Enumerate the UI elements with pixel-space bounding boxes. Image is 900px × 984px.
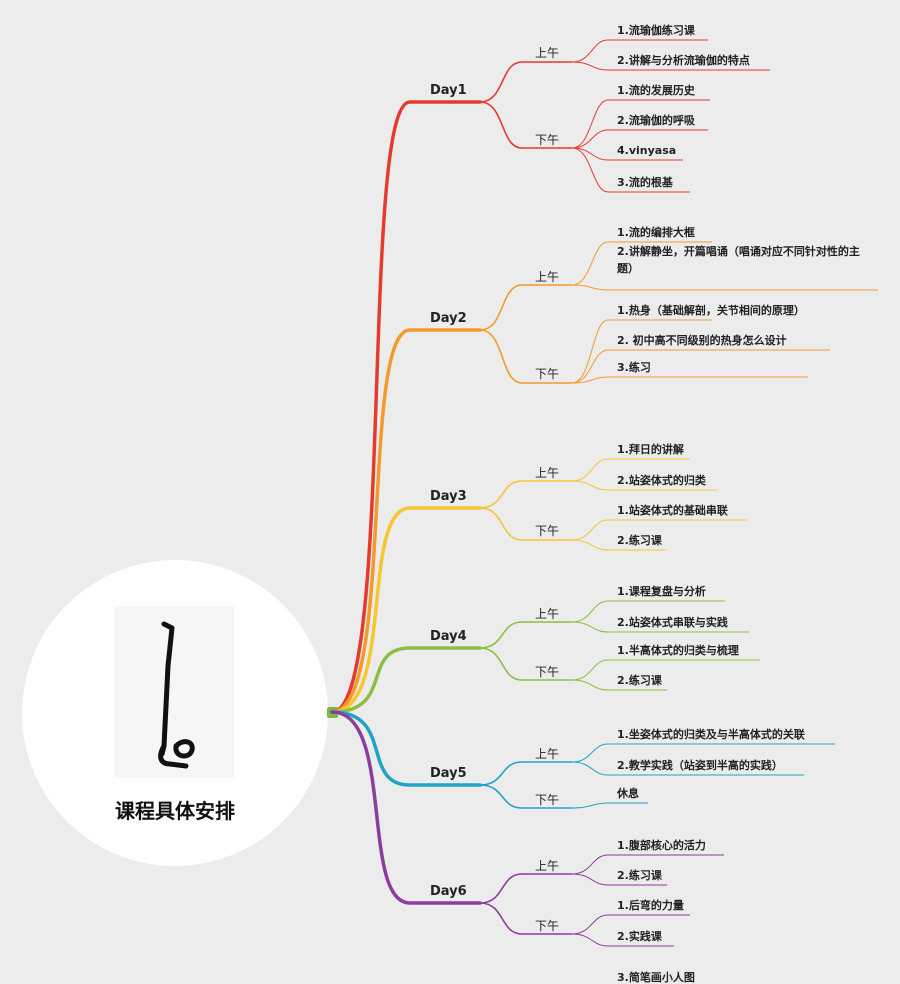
item-branch	[571, 39, 708, 63]
item-branch	[571, 241, 712, 286]
day-node-2[interactable]: Day2	[430, 311, 467, 326]
item-node[interactable]: 1.流的编排大框	[617, 226, 695, 239]
item-node[interactable]: 2.练习课	[617, 869, 662, 882]
item-node[interactable]: 3.练习	[617, 361, 651, 374]
item-branch	[571, 743, 835, 763]
root-title: 课程具体安排	[115, 799, 235, 823]
item-node[interactable]: 1.坐姿体式的归类及与半高体式的关联	[617, 728, 805, 741]
stick-figure-image	[114, 606, 234, 778]
item-node[interactable]: 1.半高体式的归类与梳理	[617, 644, 739, 657]
period-node[interactable]: 上午	[535, 747, 560, 761]
day-branch-4	[330, 646, 482, 714]
item-branch	[571, 802, 648, 809]
item-node[interactable]: 1.课程复盘与分析	[617, 585, 706, 598]
item-branch	[571, 679, 667, 691]
item-branch	[571, 659, 760, 681]
item-node[interactable]: 2.讲解静坐，开篇唱诵（唱诵对应不同针对性的主题）	[617, 245, 860, 275]
period-node[interactable]: 下午	[535, 665, 560, 679]
item-node[interactable]: 3.流的根基	[617, 176, 673, 189]
item-node[interactable]: 2.流瑜伽的呼吸	[617, 114, 695, 127]
item-branch	[571, 147, 690, 193]
stick-figure-icon	[158, 621, 195, 769]
item-branch	[571, 319, 712, 384]
item-node[interactable]: 2.练习课	[617, 534, 662, 547]
day-branch-3	[330, 506, 482, 714]
item-node[interactable]: 4.vinyasa	[617, 144, 677, 157]
item-branch	[571, 600, 725, 623]
item-branch	[571, 376, 808, 384]
period-branch	[479, 329, 572, 384]
period-branch	[479, 873, 572, 904]
period-node[interactable]: 下午	[535, 793, 560, 807]
item-branch	[571, 129, 708, 149]
item-node[interactable]: 1.后弯的力量	[617, 899, 684, 912]
period-branch	[479, 761, 572, 786]
period-branch	[479, 507, 572, 541]
period-branch	[479, 784, 572, 809]
period-branch	[479, 480, 572, 509]
period-node[interactable]: 下午	[535, 919, 560, 933]
item-node[interactable]: 1.热身（基础解剖，关节相间的原理）	[617, 304, 805, 317]
day-branch-6	[330, 710, 482, 905]
item-branch	[571, 539, 667, 551]
item-branch	[571, 349, 830, 384]
item-node[interactable]: 2.站姿体式串联与实践	[617, 616, 728, 629]
item-branch	[571, 914, 690, 935]
period-branch	[479, 284, 572, 331]
day-node-3[interactable]: Day3	[430, 489, 467, 504]
period-branch	[479, 647, 572, 681]
item-branch	[571, 873, 667, 886]
item-branch	[571, 480, 717, 491]
item-node[interactable]: 2.讲解与分析流瑜伽的特点	[617, 54, 750, 67]
item-branch	[571, 458, 690, 482]
period-branch	[479, 902, 572, 935]
period-branch	[479, 101, 572, 149]
item-branch	[571, 147, 683, 161]
item-node[interactable]: 1.拜日的讲解	[617, 443, 684, 456]
period-node[interactable]: 上午	[535, 466, 560, 480]
period-node[interactable]: 上午	[535, 607, 560, 621]
item-branch	[571, 99, 710, 149]
item-node[interactable]: 2.练习课	[617, 674, 662, 687]
period-node[interactable]: 上午	[535, 46, 560, 60]
period-node[interactable]: 下午	[535, 367, 560, 381]
period-node[interactable]: 下午	[535, 524, 560, 538]
item-node[interactable]: 2.实践课	[617, 930, 662, 943]
item-node[interactable]: 1.流瑜伽练习课	[617, 24, 695, 37]
item-branch	[571, 61, 770, 71]
period-branch	[479, 61, 572, 103]
day-branch-1	[330, 100, 482, 714]
item-branch	[571, 621, 749, 633]
day-node-4[interactable]: Day4	[430, 629, 467, 644]
item-node[interactable]: 休息	[617, 787, 639, 800]
item-node[interactable]: 2.教学实践（站姿到半高的实践）	[617, 759, 783, 772]
period-node[interactable]: 上午	[535, 270, 560, 284]
item-branch	[571, 519, 747, 541]
item-branch	[571, 761, 804, 776]
period-node[interactable]: 下午	[535, 133, 560, 147]
item-node[interactable]: 2.站姿体式的归类	[617, 474, 706, 487]
day-node-5[interactable]: Day5	[430, 766, 467, 781]
item-node[interactable]: 1.腹部核心的活力	[617, 839, 706, 852]
day-node-6[interactable]: Day6	[430, 884, 467, 899]
period-node[interactable]: 上午	[535, 859, 560, 873]
item-branch	[571, 284, 878, 291]
item-branch	[571, 933, 674, 947]
day-node-1[interactable]: Day1	[430, 83, 467, 98]
day-branch-2	[330, 328, 482, 714]
item-branch	[571, 854, 724, 875]
item-node[interactable]: 1.流的发展历史	[617, 84, 695, 97]
item-node[interactable]: 3.简笔画小人图	[617, 971, 695, 984]
period-branch	[479, 621, 572, 649]
day-branch-5	[330, 710, 482, 787]
item-node[interactable]: 1.站姿体式的基础串联	[617, 504, 728, 517]
item-node[interactable]: 2. 初中高不同级别的热身怎么设计	[617, 334, 787, 347]
